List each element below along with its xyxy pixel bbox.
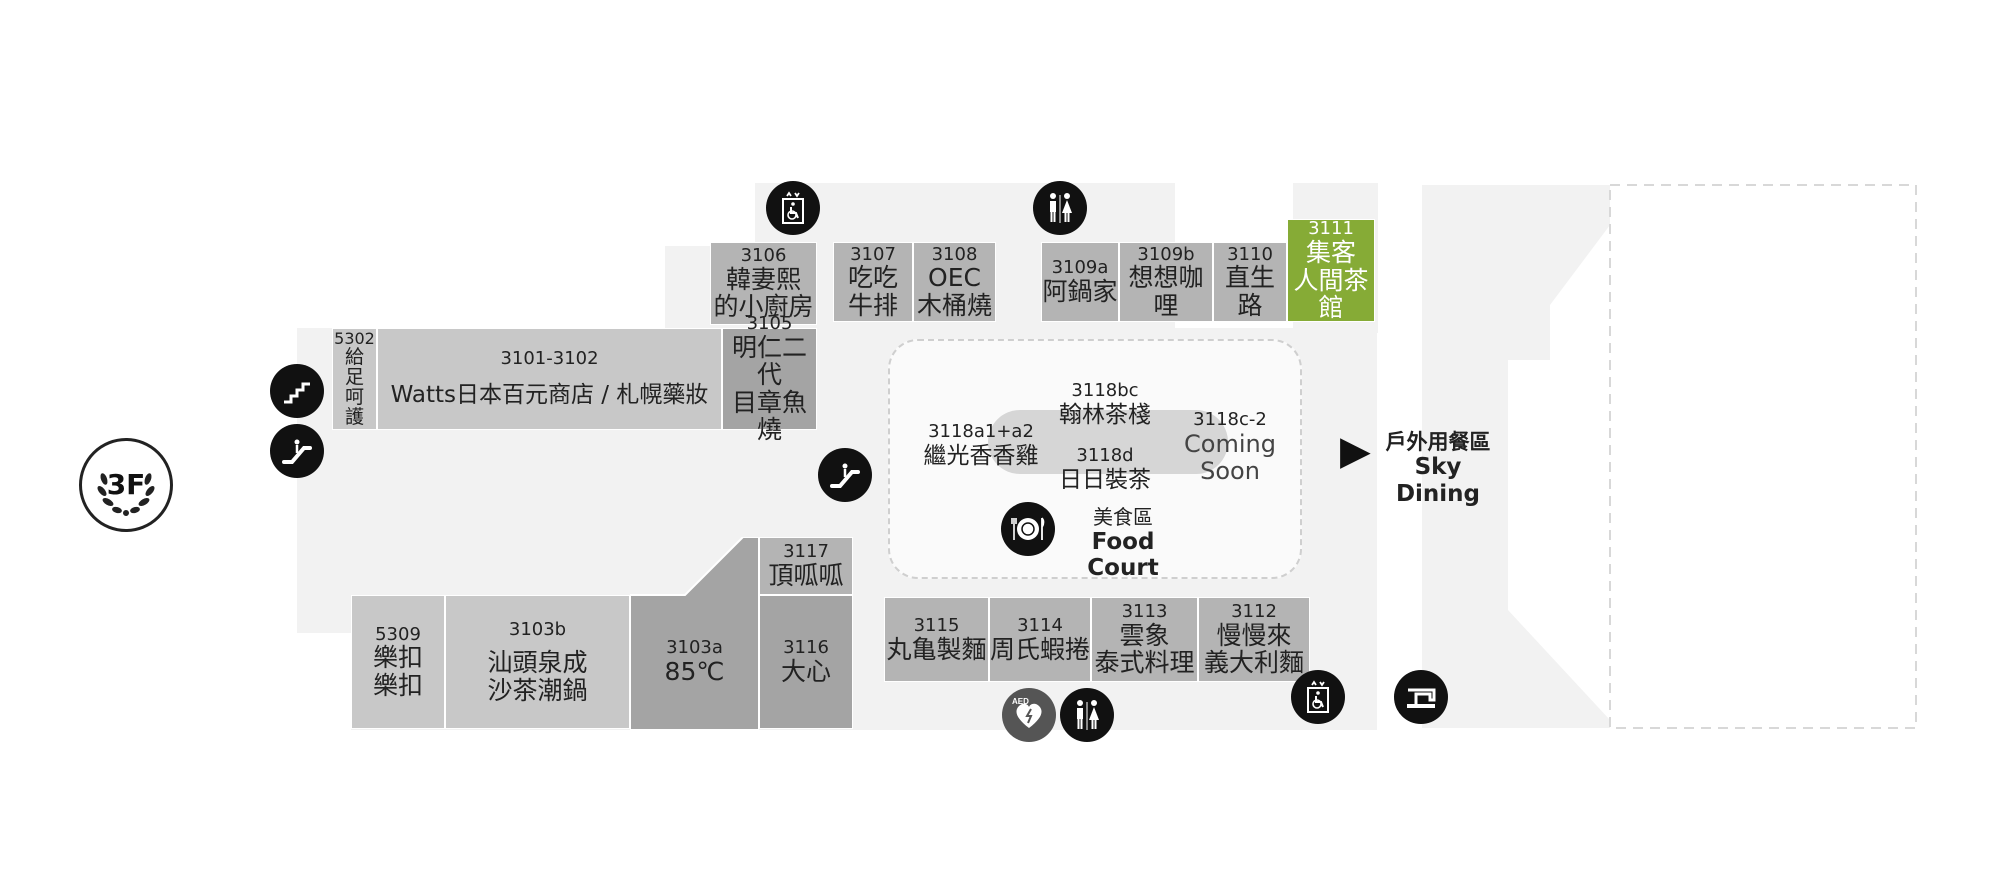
store-name: 丸亀製麵 — [886, 634, 987, 664]
kiosk-3118d[interactable]: 3118d 日日裝茶 — [1030, 445, 1180, 493]
store-name: OEC 木桶燒 — [916, 263, 992, 320]
stairs-icon[interactable] — [270, 364, 324, 418]
store-3116[interactable]: 3116 大心 — [759, 595, 853, 729]
store-3109b[interactable]: 3109b 想想咖哩 — [1119, 242, 1213, 322]
store-3106[interactable]: 3106 韓妻熙 的小廚房 — [710, 242, 817, 325]
store-name: 韓妻熙 的小廚房 — [713, 264, 814, 322]
store-name: 直生路 — [1224, 263, 1275, 320]
store-5302[interactable]: 5302 給 足 呵 護 — [332, 328, 377, 430]
kiosk-number: 3118bc — [1071, 380, 1139, 401]
kiosk-name: Coming Soon — [1184, 429, 1276, 486]
store-number: 3103b — [508, 618, 567, 640]
store-3115[interactable]: 3115 丸亀製麵 — [884, 597, 989, 682]
store-3114[interactable]: 3114 周氏蝦捲 — [989, 597, 1091, 682]
store-name: 給 足 呵 護 — [344, 345, 364, 428]
store-3113[interactable]: 3113 雲象 泰式料理 — [1091, 597, 1198, 682]
store-name: 明仁二代 目章魚燒 — [731, 332, 807, 445]
store-name: 雲象 泰式料理 — [1094, 620, 1195, 678]
store-name: 吃吃 牛排 — [847, 263, 898, 320]
kiosk-3118bc[interactable]: 3118bc 翰林茶棧 — [1030, 380, 1180, 428]
kiosk-number: 3118d — [1076, 445, 1134, 466]
store-name: 周氏蝦捲 — [990, 634, 1091, 664]
escalator-icon[interactable] — [818, 448, 872, 502]
store-3108[interactable]: 3108 OEC 木桶燒 — [913, 242, 996, 322]
store-name: 大心 — [780, 657, 831, 687]
kiosk-name: 繼光香香雞 — [923, 442, 1039, 469]
laurel-icon — [97, 473, 155, 516]
store-number: 3114 — [1017, 614, 1063, 636]
restroom-icon[interactable] — [1033, 181, 1087, 235]
floor-badge: 3F — [79, 438, 173, 532]
store-3101-3102[interactable]: 3101-3102 Watts日本百元商店 / 札幌藥妝 — [377, 328, 722, 430]
outdoor-label-zh: 戶外用餐區 — [1385, 430, 1491, 454]
kiosk-3118a[interactable]: 3118a1+a2 繼光香香雞 — [906, 421, 1056, 469]
dining-icon[interactable] — [1001, 502, 1055, 556]
food-court-kiosk-bar — [988, 410, 1228, 474]
store-number: 3106 — [740, 245, 787, 267]
accessible-elevator-icon[interactable] — [766, 181, 820, 235]
store-number: 3103a — [666, 637, 723, 659]
store-number: 3101-3102 — [500, 348, 599, 370]
store-number: 5302 — [334, 329, 375, 349]
store-number: 3109b — [1137, 243, 1195, 265]
store-name: 集客 人間茶館 — [1293, 238, 1369, 323]
food-court-label-zh: 美食區 — [1093, 505, 1153, 529]
store-name: 阿鍋家 — [1042, 277, 1118, 307]
outdoor-area — [1422, 184, 1917, 729]
outdoor-label-en: Sky Dining — [1395, 454, 1481, 507]
store-3103b[interactable]: 3103b 汕頭泉成 沙茶潮鍋 — [445, 595, 630, 729]
store-number: 3107 — [850, 243, 896, 265]
store-number: 3113 — [1121, 601, 1168, 623]
store-number: 3117 — [783, 541, 829, 563]
outdoor-dining-label[interactable]: 戶外用餐區 Sky Dining — [1373, 430, 1503, 507]
store-3103a[interactable]: 3103a 85℃ — [630, 595, 759, 729]
kiosk-number: 3118c-2 — [1193, 409, 1267, 430]
aed-label: AED — [1012, 697, 1029, 706]
aed-icon[interactable]: AED — [1002, 688, 1056, 742]
store-3109a[interactable]: 3109a 阿鍋家 — [1041, 242, 1119, 322]
store-3117[interactable]: 3117 頂呱呱 — [759, 537, 853, 595]
food-court-label-en: Food Court — [1087, 529, 1159, 582]
food-court-label: 美食區 Food Court — [1058, 506, 1188, 582]
store-number: 3105 — [746, 313, 793, 335]
kiosk-3118c-2[interactable]: 3118c-2 Coming Soon — [1170, 409, 1290, 486]
store-number: 3109a — [1051, 257, 1109, 279]
store-3107[interactable]: 3107 吃吃 牛排 — [833, 242, 913, 322]
kiosk-name: 翰林茶棧 — [1059, 401, 1151, 428]
accessible-elevator-icon[interactable] — [1291, 670, 1345, 724]
store-name: 頂呱呱 — [768, 561, 844, 591]
store-5309[interactable]: 5309 樂扣 樂扣 — [351, 595, 445, 729]
store-number: 3110 — [1227, 243, 1273, 265]
floor-label: 3F — [106, 468, 146, 501]
store-3103a-shape — [630, 537, 759, 730]
store-name: 汕頭泉成 沙茶潮鍋 — [487, 648, 588, 705]
store-name: 樂扣 樂扣 — [372, 643, 423, 700]
store-3110[interactable]: 3110 直生路 — [1213, 242, 1287, 322]
store-name: 想想咖哩 — [1128, 263, 1204, 320]
escalator-icon[interactable] — [270, 424, 324, 478]
store-number: 3116 — [783, 637, 829, 659]
store-3111[interactable]: 3111 集客 人間茶館 — [1287, 219, 1375, 322]
store-number: 3108 — [931, 243, 978, 265]
store-number: 3115 — [913, 614, 960, 636]
store-number: 5309 — [375, 623, 421, 645]
store-name: 慢慢來 義大利麵 — [1203, 620, 1304, 678]
store-3112[interactable]: 3112 慢慢來 義大利麵 — [1198, 597, 1310, 682]
sewing-machine-icon[interactable] — [1394, 670, 1448, 724]
store-name: 85℃ — [664, 657, 725, 687]
store-name: Watts日本百元商店 / 札幌藥妝 — [390, 382, 709, 409]
store-number: 3111 — [1308, 218, 1354, 240]
kiosk-number: 3118a1+a2 — [928, 421, 1034, 442]
store-number: 3112 — [1231, 601, 1277, 623]
store-3105[interactable]: 3105 明仁二代 目章魚燒 — [722, 314, 817, 444]
restroom-icon[interactable] — [1060, 688, 1114, 742]
kiosk-name: 日日裝茶 — [1059, 466, 1151, 493]
outdoor-dining-arrow[interactable]: ▶ — [1340, 428, 1371, 474]
